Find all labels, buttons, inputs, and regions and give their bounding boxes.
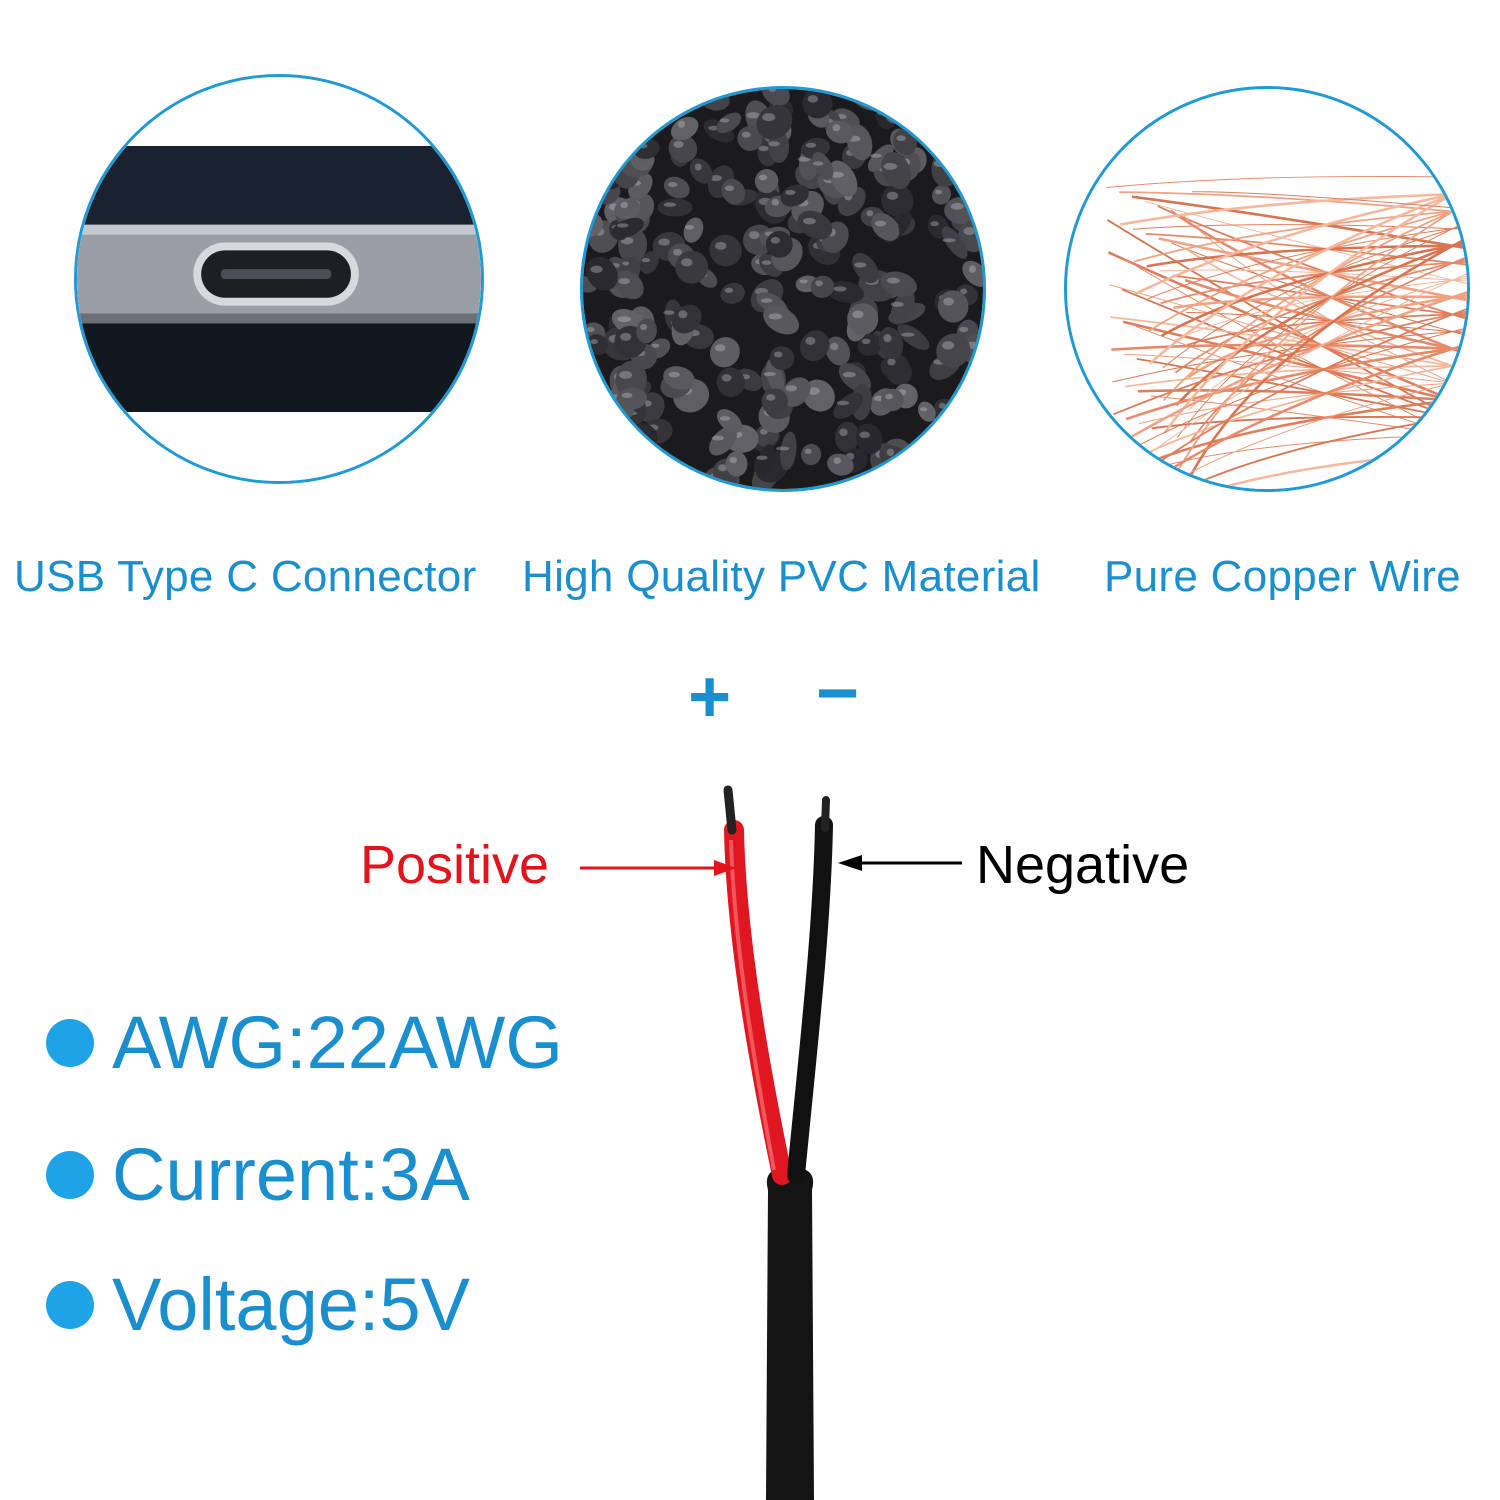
spec-current: Current:3A — [46, 1138, 470, 1212]
pvc-pellets-image — [580, 86, 986, 492]
positive-wire-tip — [723, 785, 737, 835]
minus-symbol: − — [816, 651, 860, 734]
negative-label: Negative — [976, 835, 1190, 895]
negative-wire — [787, 816, 833, 1184]
caption-usb-type-c: USB Type C Connector — [14, 552, 477, 601]
spec-voltage-text: Voltage:5V — [112, 1263, 470, 1346]
plus-symbol: + — [688, 655, 732, 738]
positive-label: Positive — [360, 835, 550, 895]
bullet-dot — [46, 1019, 94, 1067]
bullet-dot — [46, 1281, 94, 1329]
positive-arrowhead — [714, 860, 736, 876]
cable-jacket — [766, 1170, 814, 1500]
copper-wire-image — [1064, 86, 1470, 492]
spec-voltage: Voltage:5V — [46, 1268, 470, 1342]
caption-pvc-material: High Quality PVC Material — [522, 552, 1041, 601]
positive-wire — [724, 820, 792, 1185]
negative-arrowhead — [838, 855, 862, 871]
copper-strands-illustration — [1067, 89, 1467, 489]
usb-port-illustration — [77, 77, 481, 481]
cable-illustration — [580, 785, 962, 1500]
spec-current-text: Current:3A — [112, 1133, 470, 1216]
usb-type-c-image — [74, 74, 484, 484]
positive-wire-highlight — [729, 839, 776, 1171]
caption-copper-wire: Pure Copper Wire — [1104, 552, 1461, 601]
pvc-pellets-illustration — [583, 89, 983, 489]
spec-awg: AWG:22AWG — [46, 1006, 563, 1080]
spec-awg-text: AWG:22AWG — [112, 1001, 563, 1084]
negative-wire-tip — [821, 796, 830, 832]
bullet-dot — [46, 1151, 94, 1199]
